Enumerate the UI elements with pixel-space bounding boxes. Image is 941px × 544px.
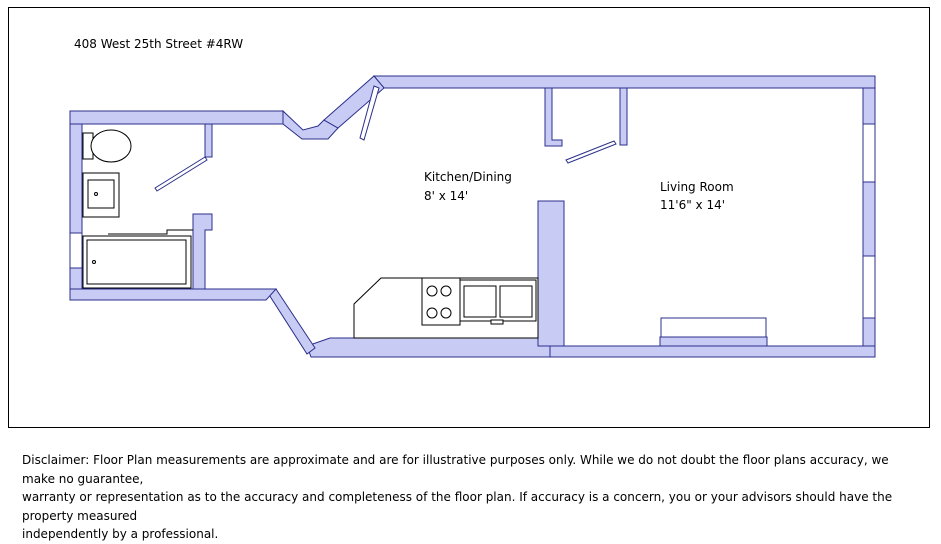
toilet-bowl — [90, 129, 132, 163]
floor-plan-frame — [8, 7, 930, 428]
kitchen-faucet — [490, 319, 504, 325]
window-left-1 — [69, 232, 83, 269]
bath-sink-drain — [94, 192, 98, 196]
wall-bottom-right — [549, 345, 876, 358]
room-name-kitchen: Kitchen/Dining — [424, 170, 512, 184]
door-bath — [154, 156, 208, 192]
wall-closet-right — [619, 87, 628, 146]
disclaimer-text: Disclaimer: Floor Plan measurements are … — [22, 453, 893, 541]
door-entry — [359, 85, 380, 141]
wall-diagonal-top — [323, 75, 385, 129]
stove-burner-4 — [440, 307, 452, 319]
window-right-1 — [862, 123, 876, 183]
bathtub-drain — [92, 260, 96, 264]
wall-diagonal-bottom — [265, 288, 316, 355]
bath-sink-inner — [87, 179, 115, 209]
windows — [69, 123, 876, 319]
wall-bath-partition-upper — [204, 123, 213, 158]
door-closet — [565, 140, 617, 164]
stove — [421, 277, 461, 326]
floor-plan-drawing: 408 West 25th Street #4RW — [69, 37, 876, 358]
bathtub-wall — [108, 229, 193, 235]
wall-top-bath — [69, 110, 297, 125]
kitchen-sink-basin-2 — [499, 285, 533, 318]
stove-burner-2 — [440, 285, 452, 297]
wall-bottom-living — [659, 336, 768, 347]
stove-burner-1 — [426, 285, 438, 297]
wall-bath-partition-lower — [192, 213, 213, 290]
room-name-living: Living Room — [660, 180, 734, 194]
wall-top — [372, 75, 876, 89]
kitchen-sink-basin-1 — [463, 285, 497, 318]
window-right-2 — [862, 255, 876, 319]
room-size-living: 11'6" x 14' — [660, 198, 725, 212]
wall-partition-pillar — [537, 200, 565, 347]
stove-burner-3 — [426, 307, 438, 319]
bathtub-inner — [86, 239, 187, 285]
wall-bottom-bath — [69, 288, 278, 301]
doors — [154, 85, 617, 192]
address-label: 408 West 25th Street #4RW — [74, 37, 243, 51]
wall-closet-left — [544, 87, 563, 147]
living-window-seat — [660, 317, 767, 338]
fixtures — [82, 129, 767, 339]
room-size-kitchen: 8' x 14' — [424, 189, 468, 203]
